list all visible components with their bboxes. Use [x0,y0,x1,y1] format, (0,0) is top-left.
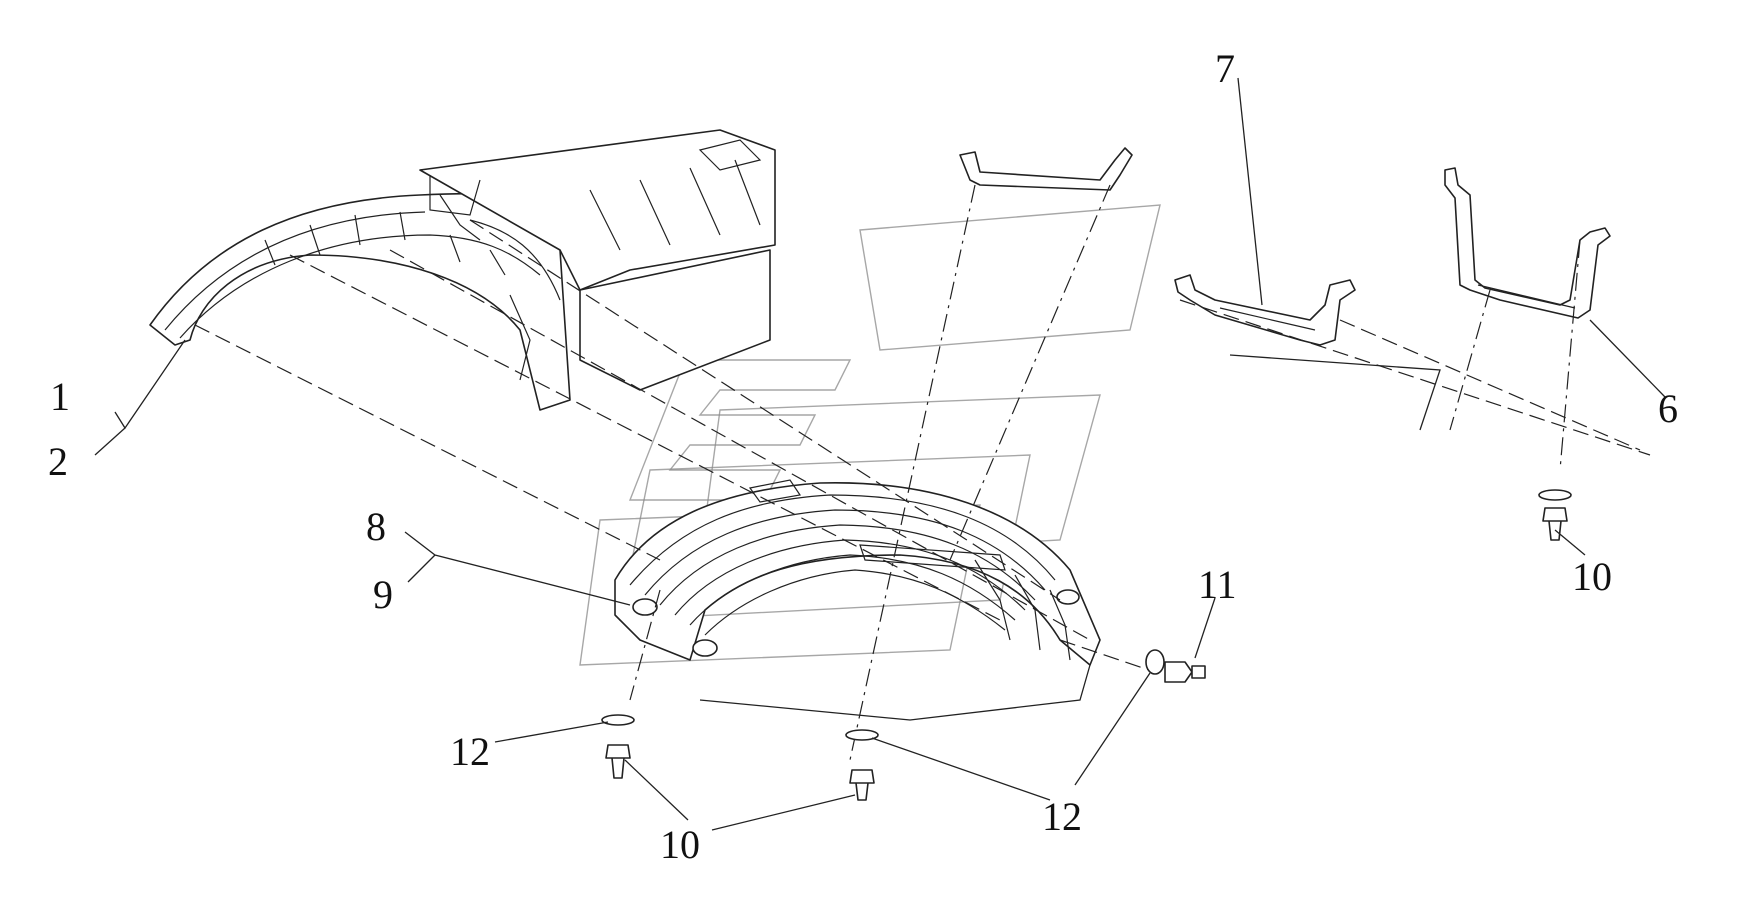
bolt-10-right [1542,507,1568,541]
callout-6: 6 [1658,386,1678,431]
washer-12-left [601,714,635,726]
bracket-small [1174,274,1356,346]
washer-12-middle [845,729,879,741]
bolt-10-middle [849,769,875,801]
callout-2: 2 [48,439,68,484]
callout-8: 8 [366,504,386,549]
fasteners [601,489,1572,801]
callout-leaders [94,77,1666,831]
rear-fender [614,479,1101,666]
washer-12-right [1145,649,1165,675]
bolt-10-left [605,744,631,779]
callout-11: 11 [1198,562,1237,607]
callout-1: 1 [50,374,70,419]
bolt-11 [1164,661,1206,683]
callout-labels: 1 2 7 6 8 9 11 10 12 10 12 [48,46,1678,867]
assembly-lines [194,184,1651,761]
callout-10-bottom: 10 [660,822,700,867]
callout-10-right: 10 [1572,554,1612,599]
callout-9: 9 [373,572,393,617]
callout-12-bottom: 12 [1042,794,1082,839]
bracket-tall [1444,167,1611,319]
callout-7: 7 [1215,46,1235,91]
front-fender-assembly [149,129,776,411]
washer-10-right [1538,489,1572,501]
bracket-top [959,147,1133,191]
callout-12-left: 12 [450,729,490,774]
